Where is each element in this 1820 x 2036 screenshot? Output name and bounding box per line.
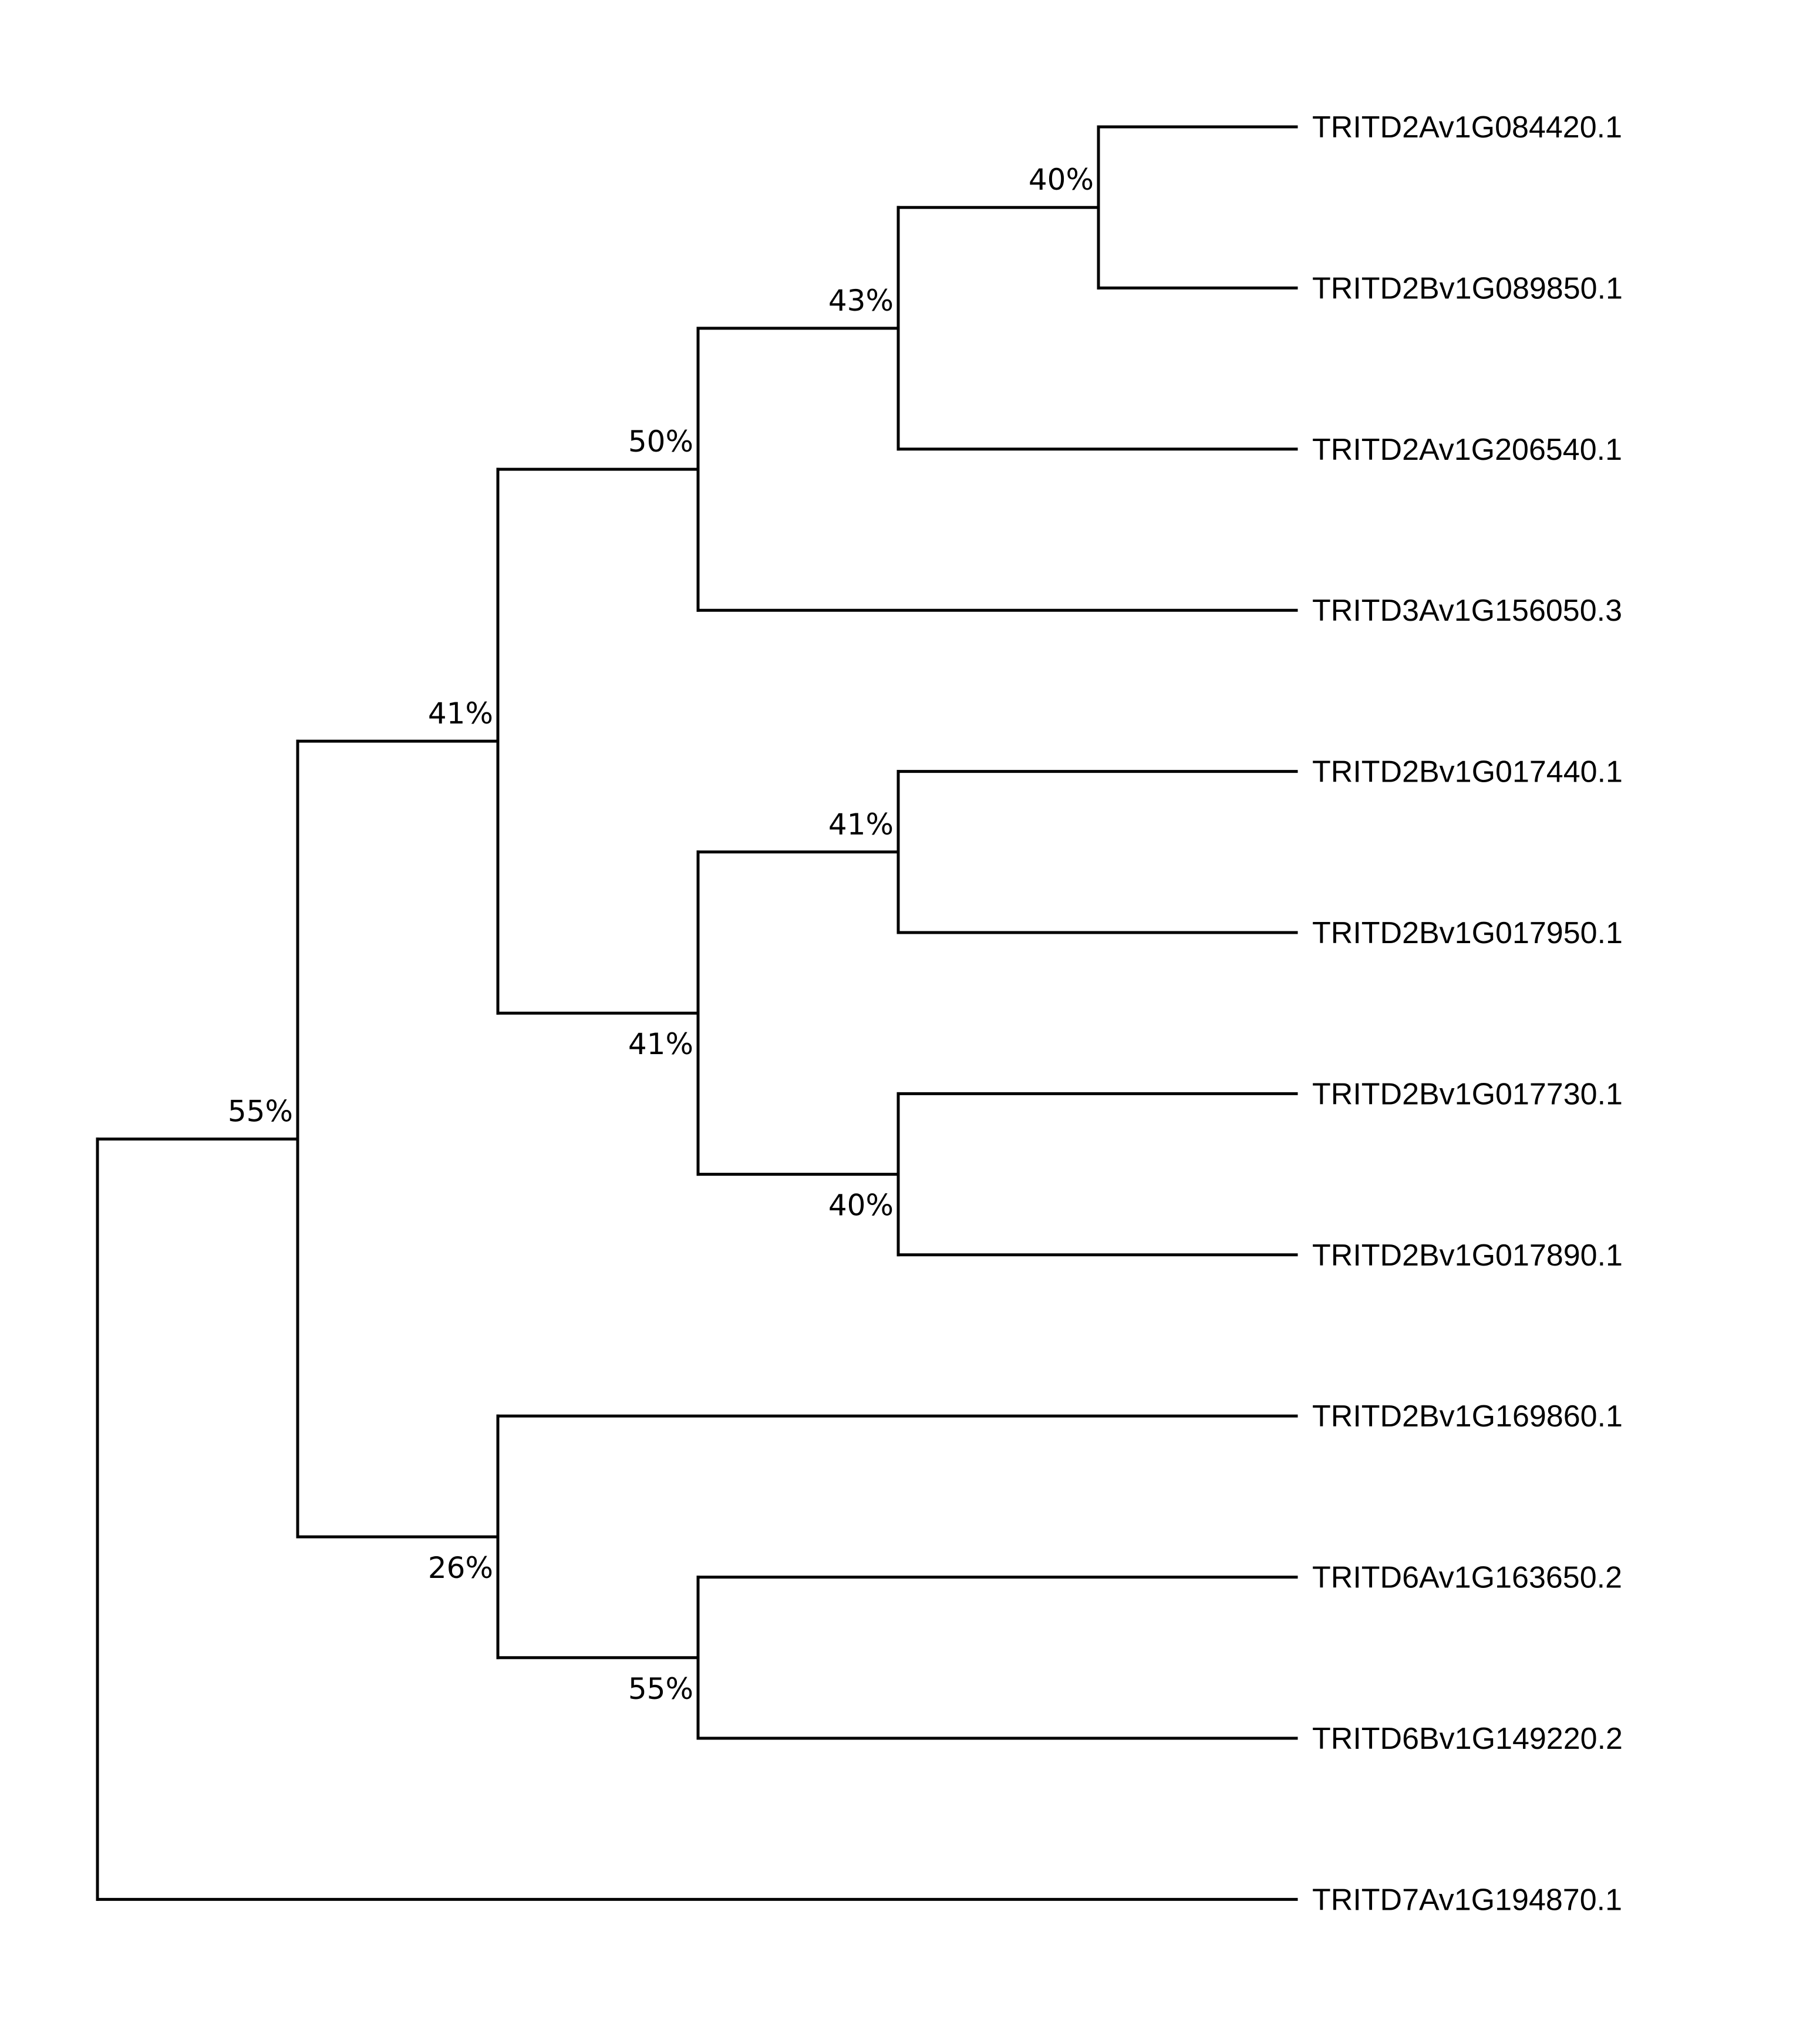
leaf-label: TRITD6Bv1G149220.2	[1312, 1722, 1623, 1756]
leaf-label: TRITD2Bv1G169860.1	[1312, 1399, 1623, 1433]
leaf-label: TRITD2Av1G206540.1	[1312, 433, 1622, 467]
leaf-label: TRITD2Bv1G017440.1	[1312, 755, 1623, 789]
leaf-label: TRITD2Bv1G017950.1	[1312, 916, 1623, 950]
support-value-D: 50%	[628, 425, 693, 459]
support-value-A: 55%	[228, 1095, 293, 1129]
support-value-B: 41%	[428, 696, 493, 731]
leaf-label: TRITD3Av1G156050.3	[1312, 594, 1622, 628]
leaf-label: TRITD2Bv1G017890.1	[1312, 1239, 1623, 1273]
support-value-G: 40%	[1029, 163, 1094, 197]
support-value-J: 55%	[628, 1672, 693, 1706]
tree-branches	[96, 125, 1298, 1901]
leaf-label: TRITD6Av1G163650.2	[1312, 1561, 1622, 1595]
support-value-F: 43%	[828, 284, 894, 318]
support-value-E: 41%	[628, 1027, 693, 1061]
leaf-label: TRITD2Bv1G017730.1	[1312, 1077, 1623, 1111]
leaf-label: TRITD2Av1G084420.1	[1312, 110, 1622, 144]
tree-labels: TRITD2Av1G084420.1TRITD2Bv1G089850.1TRIT…	[228, 110, 1623, 1917]
support-value-C: 26%	[428, 1551, 493, 1585]
leaf-label: TRITD2Bv1G089850.1	[1312, 271, 1623, 305]
support-value-H: 41%	[828, 807, 894, 842]
support-value-I: 40%	[828, 1189, 894, 1223]
leaf-label: TRITD7Av1G194870.1	[1312, 1883, 1622, 1917]
